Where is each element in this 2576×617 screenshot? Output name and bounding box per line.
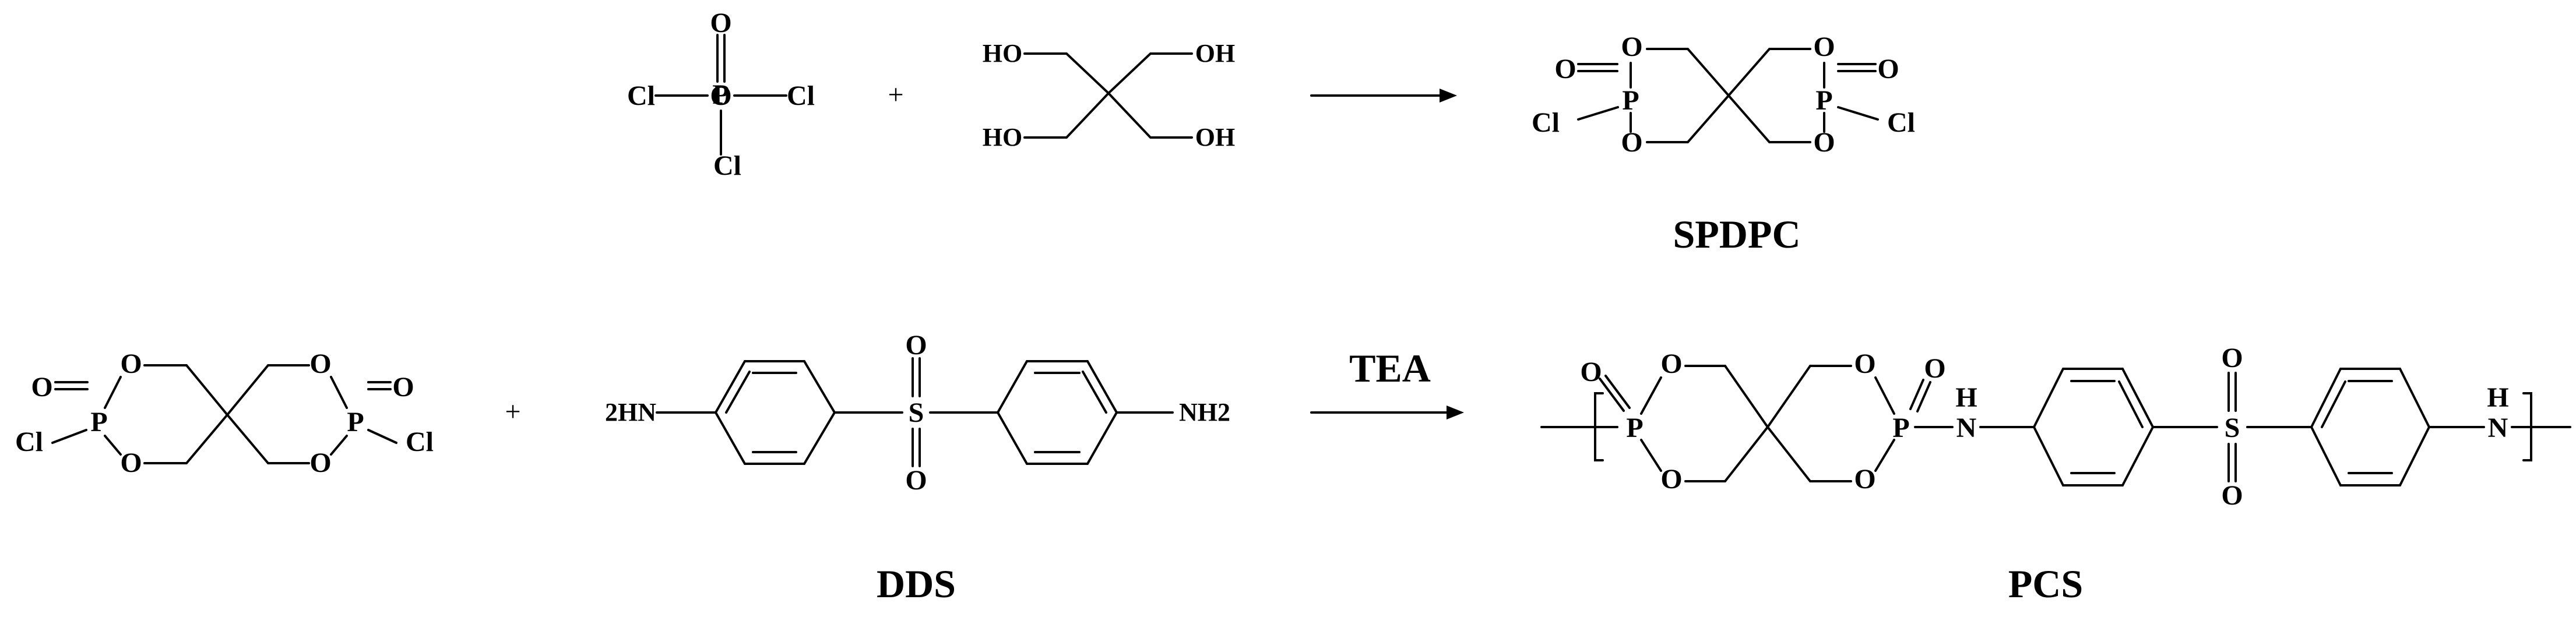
tea-reagent: TEA — [1349, 346, 1431, 390]
atom-cl-left: Cl — [627, 80, 655, 111]
dds-structure: 2HN S O O NH2 — [605, 330, 1230, 496]
atom-cl: Cl — [1532, 107, 1560, 138]
atom-o: O — [1580, 357, 1602, 387]
reaction-arrow — [1310, 89, 1457, 103]
atom-p: P — [1626, 412, 1643, 443]
atom-o: O — [2221, 480, 2243, 511]
atom-cl: Cl — [1887, 107, 1915, 138]
pentaerythritol: HO OH HO OH — [983, 39, 1235, 151]
atom-o: O — [31, 372, 52, 403]
amine-group: 2HN — [605, 398, 656, 426]
atom-cl-bottom: Cl — [713, 150, 741, 181]
atom-o: O — [392, 372, 414, 403]
atom-o: O — [710, 80, 731, 111]
hydroxyl-group: HO — [983, 123, 1022, 151]
hydroxyl-group: HO — [983, 39, 1022, 68]
atom-h: H — [1955, 382, 1977, 413]
atom-p: P — [1892, 412, 1909, 443]
atom-o: O — [1554, 54, 1576, 84]
atom-o: O — [1813, 31, 1835, 62]
hydroxyl-group: OH — [1195, 39, 1235, 68]
atom-o: O — [1660, 348, 1682, 379]
atom-n: N — [1956, 412, 1977, 443]
atom-o: O — [1924, 353, 1945, 384]
amine-group: NH2 — [1179, 398, 1230, 426]
atom-p: P — [1622, 85, 1639, 116]
atom-p: P — [90, 407, 107, 438]
phosphoryl-chloride: O P O Cl Cl Cl — [627, 8, 815, 181]
pcs-structure: O P O O O O P O H N S O O — [1540, 343, 2571, 511]
atom-o: O — [2221, 343, 2243, 373]
atom-s: S — [2225, 412, 2240, 443]
atom-o: O — [1660, 464, 1682, 495]
atom-o: O — [1854, 464, 1875, 495]
atom-o: O — [1621, 31, 1642, 62]
atom-o: O — [309, 348, 331, 379]
atom-o: O — [309, 447, 331, 478]
atom-p: P — [347, 407, 364, 438]
atom-o: O — [1877, 54, 1899, 84]
atom-o: O — [1854, 348, 1875, 379]
atom-o: O — [120, 447, 142, 478]
atom-cl-right: Cl — [787, 80, 815, 111]
spdpc-structure: O P Cl O O O O P O Cl — [1532, 31, 1915, 158]
spdpc-label: SPDPC — [1673, 212, 1800, 256]
atom-s: S — [909, 397, 924, 428]
atom-o: O — [905, 330, 927, 361]
atom-cl: Cl — [15, 426, 43, 457]
spdpc-structure-reactant: O P Cl O O O O P O Cl — [15, 348, 434, 478]
atom-p: P — [712, 79, 729, 110]
plus-sign: + — [888, 79, 903, 110]
atom-p: P — [1815, 85, 1832, 116]
atom-o: O — [1621, 127, 1642, 158]
atom-o: O — [905, 465, 927, 496]
dds-label: DDS — [877, 562, 956, 606]
atom-n: N — [2488, 412, 2508, 443]
plus-sign: + — [505, 396, 520, 427]
atom-cl: Cl — [406, 426, 434, 457]
atom-o-top: O — [710, 8, 731, 38]
hydroxyl-group: OH — [1195, 123, 1235, 151]
reaction-arrow — [1310, 406, 1464, 419]
atom-h: H — [2487, 382, 2508, 413]
atom-o: O — [120, 348, 142, 379]
pcs-label: PCS — [2008, 562, 2083, 606]
